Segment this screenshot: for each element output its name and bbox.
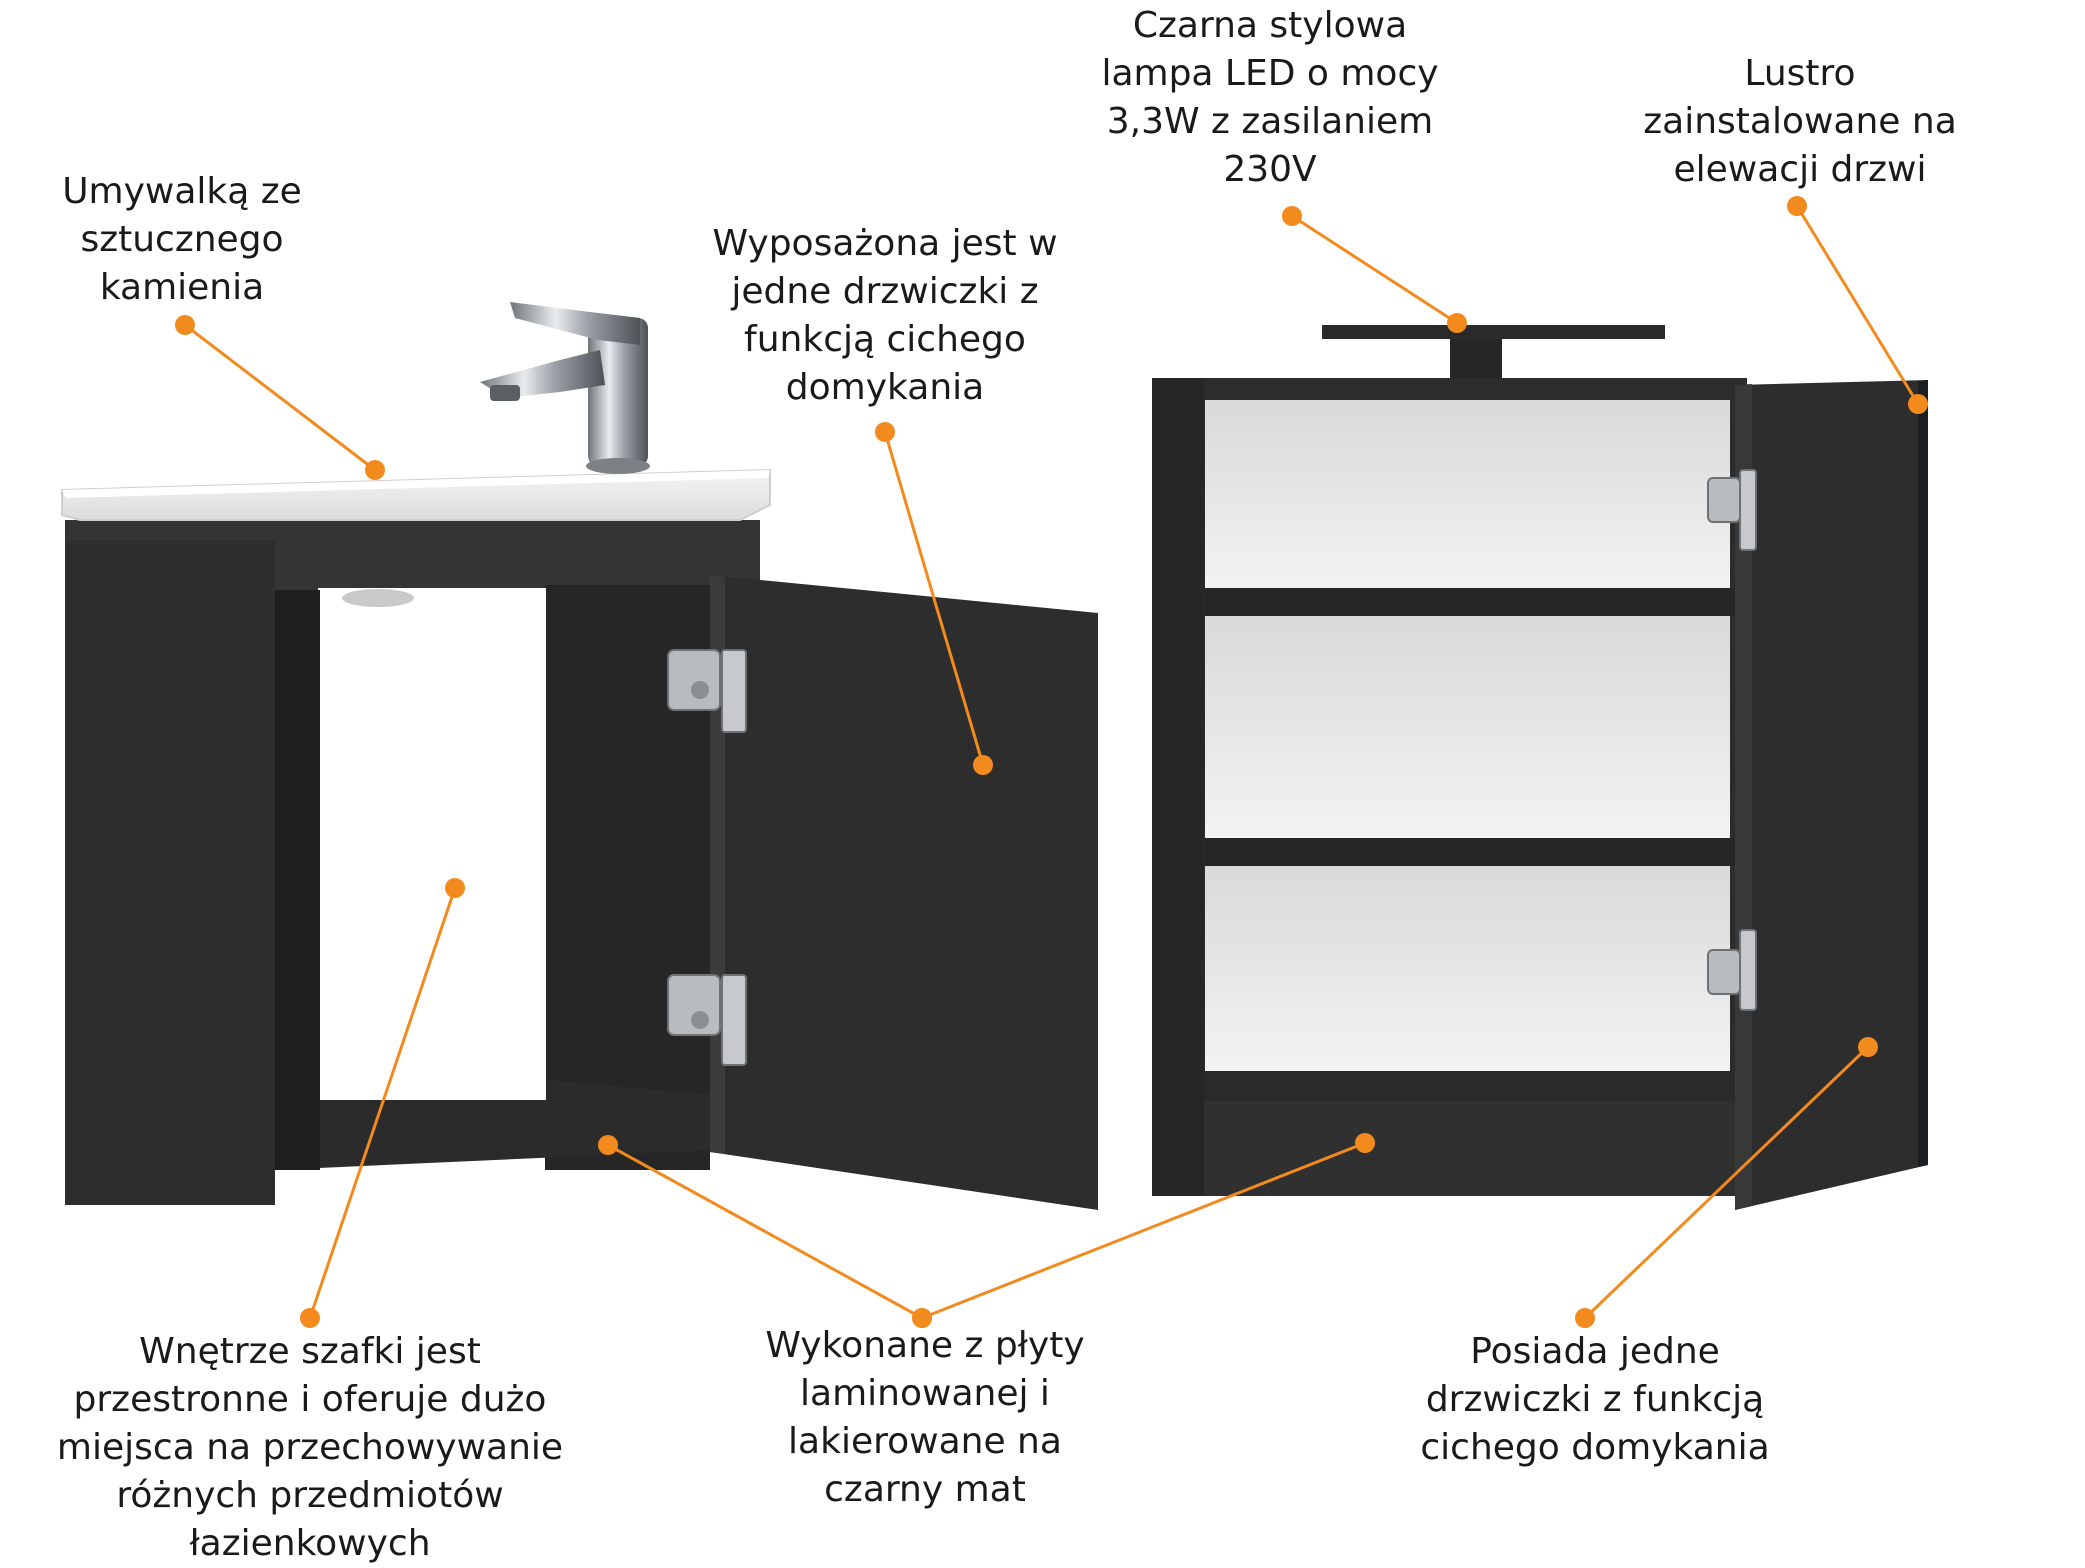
callout-mirror-door-line: Posiada jedne [1470,1331,1720,1372]
callout-lamp-line: lampa LED o mocy [1101,53,1439,94]
leader-material-r [921,1141,1366,1320]
faucet [480,302,650,474]
callout-door-line: jedne drzwiczki z [731,271,1039,312]
mirror-cabinet [1152,325,1928,1210]
sink-cabinet-opening [318,588,546,1100]
leader-material-l [607,1143,923,1320]
callout-sink-line: sztucznego [80,219,284,260]
callout-interior-line: łazienkowych [189,1523,431,1564]
leader-interior-dot-1 [445,878,465,898]
callout-mirror-door-line: drzwiczki z funkcją [1425,1379,1765,1420]
drain-pipe [342,589,414,607]
callout-lamp: Czarna stylowa lampa LED o mocy 3,3W z z… [1075,2,1465,194]
callout-interior-line: różnych przedmiotów [116,1475,504,1516]
callout-material-line: czarny mat [824,1469,1026,1510]
leader-sink [184,323,376,472]
sink-cabinet-top-rail [65,520,760,590]
callout-interior-line: Wnętrze szafki jest [139,1331,481,1372]
leader-mirror-door [1583,1045,1870,1320]
mirror-cabinet-compartment-middle [1205,616,1730,838]
leader-mirror-door-dot-2 [1575,1308,1595,1328]
callout-mirror: Lustro zainstalowane na elewacji drzwi [1610,50,1990,194]
callout-material-line: lakierowane na [788,1421,1062,1462]
callout-interior-line: miejsca na przechowywanie [56,1427,564,1468]
mirror-surface [1918,380,1928,1167]
callout-material-line: laminowanej i [800,1373,1050,1414]
callout-leaders [175,196,1928,1328]
callout-interior: Wnętrze szafki jest przestronne i oferuj… [20,1328,600,1568]
callout-door-line: Wyposażona jest w [712,223,1058,264]
callout-door-line: funkcją cichego [744,319,1026,360]
leader-sink-dot-2 [365,460,385,480]
leader-mirror-door-dot-1 [1858,1037,1878,1057]
sink-cabinet [61,302,1098,1210]
callout-lamp-line: 230V [1223,149,1317,190]
callout-lamp-line: 3,3W z zasilaniem [1106,101,1434,142]
leader-sink-dot-1 [175,315,195,335]
sink-cabinet-side [65,520,275,1205]
leader-material-r-dot-1 [1355,1133,1375,1153]
shelf-1 [1205,588,1735,616]
leader-material-l-dot-1 [598,1135,618,1155]
leader-interior-dot-2 [300,1308,320,1328]
callout-material-line: Wykonane z płyty [765,1325,1085,1366]
leader-lamp-dot-2 [1447,313,1467,333]
mirror-cabinet-compartment-top [1205,400,1730,588]
shelf-2 [1205,838,1735,866]
led-lamp [1322,325,1665,379]
mirror-hinge-upper [1707,469,1757,551]
leader-interior [308,887,457,1319]
callout-interior-line: przestronne i oferuje dużo [73,1379,547,1420]
leader-lamp [1291,214,1458,325]
leader-door [883,431,985,766]
callout-mirror-line: Lustro [1744,53,1856,94]
sink-cabinet-door [710,575,1098,1210]
mirror-cabinet-door [1735,380,1928,1210]
callout-material: Wykonane z płyty laminowanej i lakierowa… [735,1322,1115,1514]
callout-lamp-line: Czarna stylowa [1132,5,1408,46]
callout-sink: Umywalką ze sztucznego kamienia [32,168,332,312]
callout-mirror-line: elewacji drzwi [1673,149,1927,190]
callout-mirror-door: Posiada jedne drzwiczki z funkcją cicheg… [1385,1328,1805,1472]
leader-door-dot-2 [973,755,993,775]
leader-door-dot-1 [875,422,895,442]
callout-door: Wyposażona jest w jedne drzwiczki z funk… [690,220,1080,412]
callout-door-line: domykania [785,367,985,408]
callout-mirror-line: zainstalowane na [1643,101,1957,142]
callout-sink-line: Umywalką ze [62,171,302,212]
leader-mirror-dot-1 [1787,196,1807,216]
hinge-upper [667,649,747,733]
callout-sink-line: kamienia [99,267,265,308]
leader-material-r-dot-2 [912,1308,932,1328]
callout-mirror-door-line: cichego domykania [1420,1427,1770,1468]
hinge-lower [667,974,747,1066]
leader-mirror [1795,205,1920,405]
leader-lamp-dot-1 [1282,206,1302,226]
mirror-cabinet-compartment-bottom [1205,866,1730,1071]
mirror-hinge-lower [1707,929,1757,1011]
leader-mirror-dot-2 [1908,394,1928,414]
